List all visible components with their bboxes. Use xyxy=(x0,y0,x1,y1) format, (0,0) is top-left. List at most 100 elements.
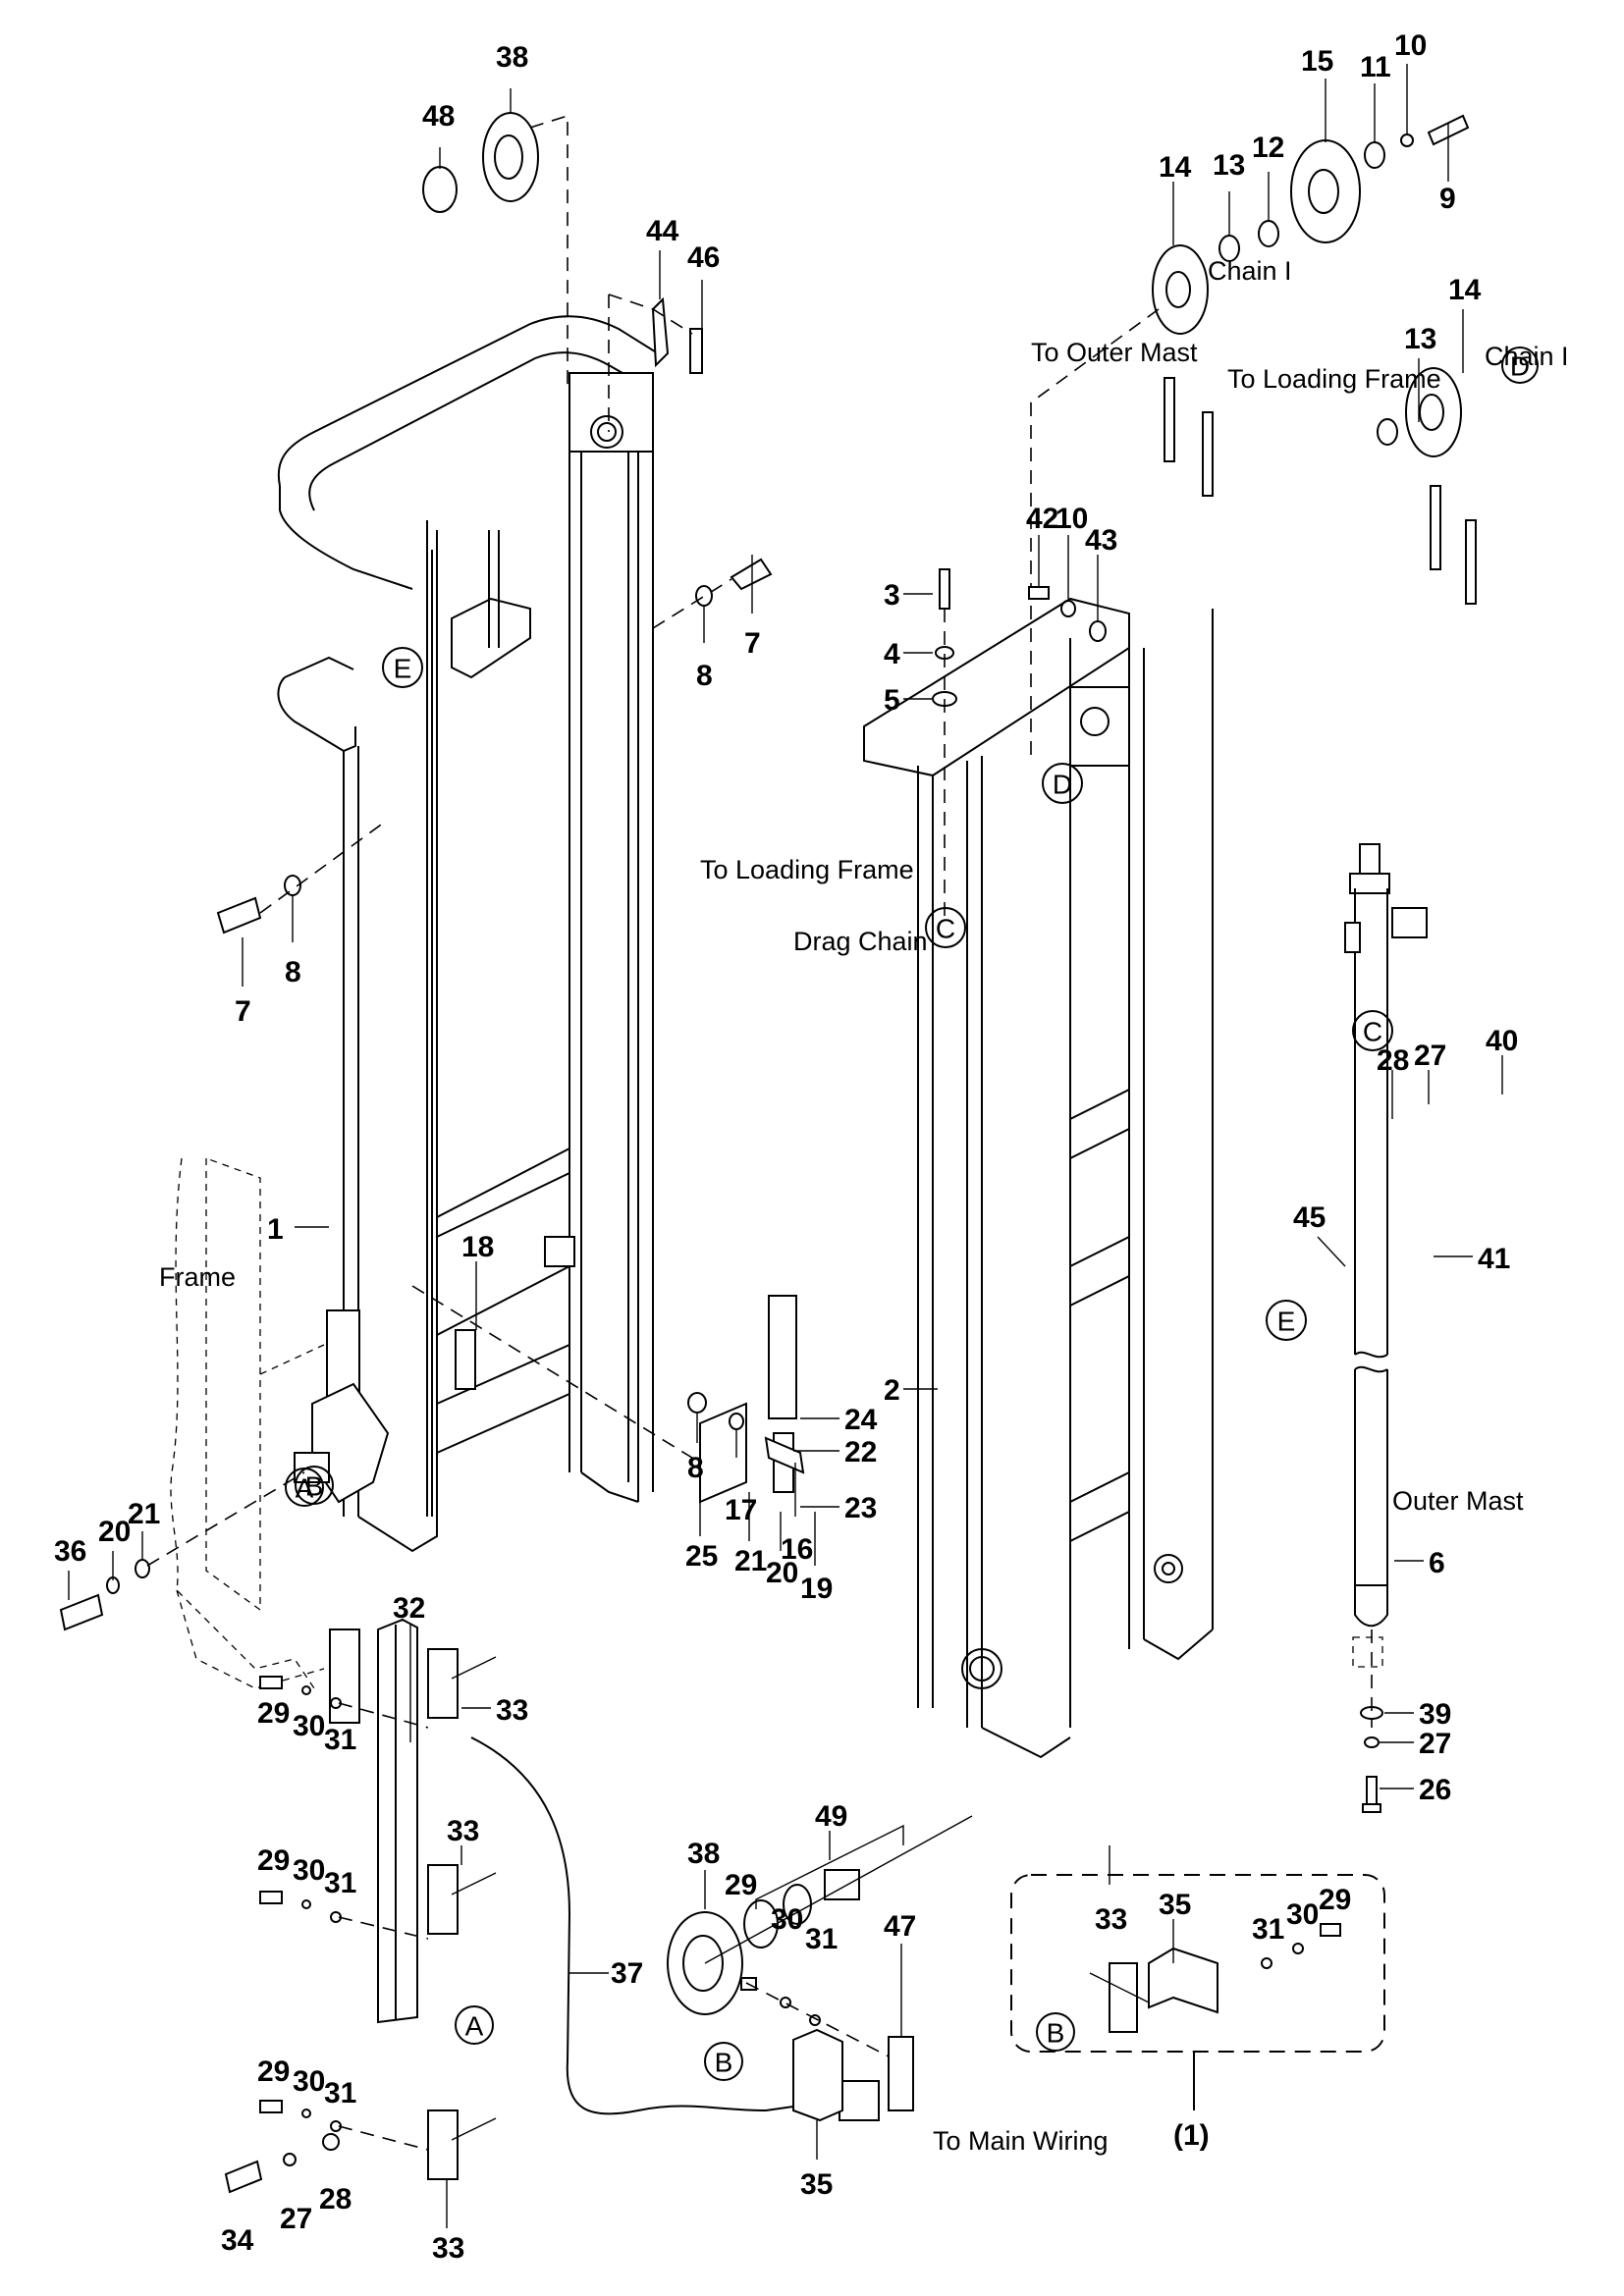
outer-mast xyxy=(277,315,659,1724)
callout-29-b: 29 xyxy=(257,1844,290,1877)
svg-text:B: B xyxy=(305,1471,324,1502)
callout-16: 16 xyxy=(781,1533,813,1566)
callout-7-right: 7 xyxy=(744,627,761,660)
callout-32: 32 xyxy=(393,1592,425,1625)
callout-39: 39 xyxy=(1419,1698,1451,1731)
callout-20-left: 20 xyxy=(98,1516,131,1548)
callout-31-a: 31 xyxy=(324,1724,356,1756)
lift-cylinder xyxy=(1344,843,1428,1813)
callout-31-d: 31 xyxy=(805,1923,838,1955)
callout-34: 34 xyxy=(221,2224,254,2257)
callout-10-top: 10 xyxy=(1394,29,1427,62)
callout-9: 9 xyxy=(1439,183,1456,215)
callout-25: 25 xyxy=(685,1540,718,1573)
callout-27-top: 27 xyxy=(1414,1040,1446,1072)
callout-11: 11 xyxy=(1360,51,1391,83)
callout-29-a: 29 xyxy=(257,1697,290,1730)
label-to-outer-mast: To Outer Mast xyxy=(1031,338,1198,367)
callout-7-left: 7 xyxy=(235,995,251,1028)
label-to-loading-frame-top: To Loading Frame xyxy=(1227,364,1441,394)
callout-30-a: 30 xyxy=(293,1710,325,1742)
marker-b-kit: B xyxy=(1036,2012,1075,2052)
marker-b-bracket: B xyxy=(704,2042,743,2081)
switch-rail xyxy=(224,1618,880,2194)
callout-30-d: 30 xyxy=(771,1903,803,1936)
marker-b-frame: B xyxy=(295,1466,334,1505)
marker-d-top: D xyxy=(1501,347,1539,384)
callout-33-c: 33 xyxy=(432,2232,464,2265)
callout-30-c: 30 xyxy=(293,2065,325,2098)
callout-42: 42 xyxy=(1026,503,1058,535)
callout-35-b: 35 xyxy=(1159,1889,1191,1921)
callout-23: 23 xyxy=(844,1492,877,1524)
svg-text:E: E xyxy=(394,654,412,684)
leader-lines xyxy=(68,64,1503,2228)
callout-21-left: 21 xyxy=(128,1498,160,1530)
callout-20-mid: 20 xyxy=(766,1557,798,1589)
svg-text:C: C xyxy=(1363,1017,1382,1047)
callout-30-b: 30 xyxy=(293,1854,325,1887)
callout-26: 26 xyxy=(1419,1774,1451,1806)
lower-roller-group xyxy=(667,1815,973,2015)
callout-19: 19 xyxy=(800,1573,833,1605)
inner-mast xyxy=(863,597,1214,1759)
callout-36: 36 xyxy=(54,1535,86,1568)
callout-31-e: 31 xyxy=(1252,1913,1284,1946)
label-to-main-wiring: To Main Wiring xyxy=(933,2126,1109,2156)
svg-text:B: B xyxy=(715,2048,733,2078)
marker-c-cylinder: C xyxy=(1352,1010,1393,1051)
callout-14-top: 14 xyxy=(1159,151,1192,184)
label-chain-i-right: Chain I xyxy=(1485,342,1569,371)
marker-c-mast: C xyxy=(925,907,966,948)
callout-21-mid: 21 xyxy=(734,1545,767,1577)
callout-24: 24 xyxy=(844,1404,878,1436)
label-to-loading-frame-mid: To Loading Frame xyxy=(700,855,914,884)
reference-markers: E D D C C E A xyxy=(285,347,1539,2081)
svg-text:E: E xyxy=(1277,1307,1296,1337)
callout-47: 47 xyxy=(884,1910,916,1943)
callout-30-e: 30 xyxy=(1286,1898,1319,1931)
callout-40: 40 xyxy=(1486,1025,1518,1057)
callout-13-top: 13 xyxy=(1213,149,1245,182)
callout-22: 22 xyxy=(844,1436,877,1468)
marker-e-top: E xyxy=(382,647,423,688)
callout-5: 5 xyxy=(884,684,900,717)
callout-45: 45 xyxy=(1293,1201,1326,1234)
callout-8-right: 8 xyxy=(696,660,713,692)
kit-box xyxy=(1010,1874,1385,2110)
callout-33-d: 33 xyxy=(1095,1903,1127,1936)
svg-text:A: A xyxy=(465,2011,484,2042)
callout-28-lower: 28 xyxy=(319,2183,352,2216)
label-drag-chain: Drag Chain xyxy=(793,927,928,956)
callout-12: 12 xyxy=(1252,132,1284,164)
callout-29-d: 29 xyxy=(725,1869,757,1901)
callout-48: 48 xyxy=(422,100,455,133)
callout-41: 41 xyxy=(1478,1243,1510,1275)
callout-4: 4 xyxy=(884,638,900,670)
callout-14-right: 14 xyxy=(1448,274,1482,306)
label-chain-i-left: Chain I xyxy=(1208,256,1292,286)
svg-text:B: B xyxy=(1047,2018,1065,2049)
svg-text:C: C xyxy=(936,914,955,944)
callout-35-a: 35 xyxy=(800,2168,833,2201)
marker-d-mast: D xyxy=(1042,763,1083,804)
callout-43: 43 xyxy=(1085,524,1117,557)
callout-18: 18 xyxy=(461,1231,494,1263)
callout-6: 6 xyxy=(1429,1547,1445,1579)
bracket-assembly xyxy=(740,1977,914,2122)
callout-13-right: 13 xyxy=(1404,323,1436,355)
callout-15: 15 xyxy=(1301,45,1333,78)
callout-29-e: 29 xyxy=(1319,1884,1351,1916)
callout-38-top: 38 xyxy=(496,41,528,74)
label-outer-mast: Outer Mast xyxy=(1392,1486,1524,1516)
callout-8-left: 8 xyxy=(285,956,301,988)
frame-outline xyxy=(170,1157,325,1689)
switch-fasteners xyxy=(224,1676,429,2194)
svg-text:D: D xyxy=(1510,351,1530,382)
callout-10-mid: 10 xyxy=(1056,503,1088,535)
callout-29-c: 29 xyxy=(257,2056,290,2088)
callout-33-a: 33 xyxy=(496,1694,528,1727)
callout-3: 3 xyxy=(884,579,900,612)
callout-8-lower: 8 xyxy=(687,1452,704,1484)
